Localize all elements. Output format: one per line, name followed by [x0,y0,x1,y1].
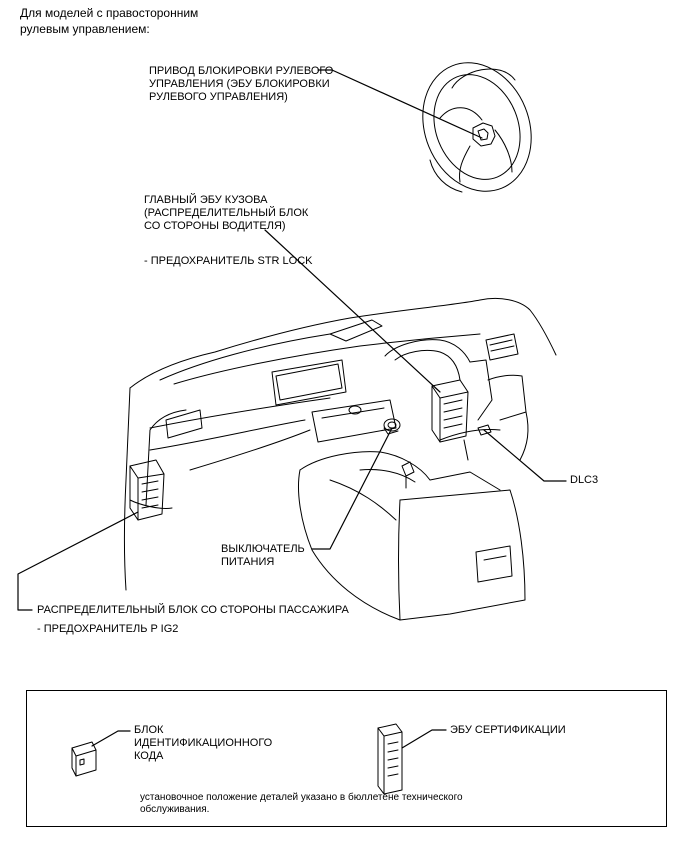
dashboard-illustration [124,297,557,621]
legend-note-line-1: установочное положение деталей указано в… [140,792,463,803]
passenger-junction-label: РАСПРЕДЕЛИТЕЛЬНЫЙ БЛОК СО СТОРОНЫ ПАССАЖ… [37,604,349,616]
certification-ecu-icon [377,723,447,795]
id-code-box-label-3: КОДА [134,750,164,762]
leader-lines [17,69,567,611]
power-switch-illustration [383,418,401,435]
p-ig2-fuse-label: - ПРЕДОХРАНИТЕЛЬ P IG2 [37,623,179,635]
id-code-box-label-1: БЛОК [134,724,164,736]
steering-lock-label-1: ПРИВОД БЛОКИРОВКИ РУЛЕВОГО [149,65,334,77]
legend-box [26,690,667,827]
legend-note-line-2: обслуживания. [140,804,210,815]
steering-lock-label-3: РУЛЕВОГО УПРАВЛЕНИЯ) [149,91,288,103]
header-line-1: Для моделей с правосторонним [20,6,199,20]
header-line-2: рулевым управлением: [20,22,150,36]
main-body-ecu-label-1: ГЛАВНЫЙ ЭБУ КУЗОВА [144,194,268,206]
id-code-box-icon [71,730,131,777]
power-switch-label-2: ПИТАНИЯ [221,556,275,568]
cert-ecu-label: ЭБУ СЕРТИФИКАЦИИ [450,724,566,736]
steering-wheel-illustration [422,62,532,193]
steering-lock-label-2: УПРАВЛЕНИЯ (ЭБУ БЛОКИРОВКИ [149,78,330,90]
main-body-ecu-label-2: (РАСПРЕДЕЛИТЕЛЬНЫЙ БЛОК [144,207,309,219]
passenger-junction-block-illustration [129,459,165,521]
str-lock-fuse-label: - ПРЕДОХРАНИТЕЛЬ STR LOCK [144,255,313,267]
dlc3-connector [477,424,492,436]
steering-lock-actuator [472,122,496,147]
power-switch-label-1: ВЫКЛЮЧАТЕЛЬ [221,543,305,555]
main-body-ecu-illustration [431,379,469,443]
id-code-box-label-2: ИДЕНТИФИКАЦИОННОГО [134,737,273,749]
main-body-ecu-label-3: СО СТОРОНЫ ВОДИТЕЛЯ) [144,220,286,232]
dlc3-label: DLC3 [570,474,599,486]
